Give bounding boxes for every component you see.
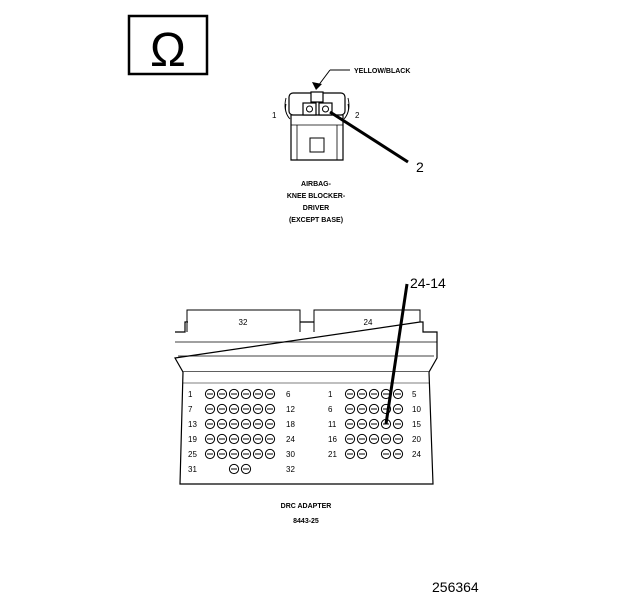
left-row-end-5: 30 — [286, 450, 295, 459]
adapter-caption-title: DRC ADAPTER — [281, 503, 332, 510]
pin-1-label: 1 — [272, 111, 277, 120]
right-row-end-3: 15 — [412, 420, 421, 429]
right-row-end-4: 20 — [412, 435, 421, 444]
pin-socket — [252, 403, 264, 415]
pin-socket — [368, 418, 380, 430]
pin-socket — [240, 463, 252, 475]
pin-socket — [252, 418, 264, 430]
pin-socket — [392, 418, 404, 430]
pin-socket — [264, 418, 276, 430]
pin-socket — [368, 403, 380, 415]
callout-24-14-label: 24-14 — [410, 275, 446, 291]
pin-socket — [228, 388, 240, 400]
pin-socket — [216, 403, 228, 415]
pin-socket — [252, 433, 264, 445]
pin-socket — [392, 403, 404, 415]
right-row-start-4: 16 — [328, 435, 337, 444]
ohmmeter-icon: Ω — [127, 14, 209, 77]
right-header-label: 24 — [364, 318, 373, 327]
pin-socket — [204, 403, 216, 415]
left-row-end-6: 32 — [286, 465, 295, 474]
pin-socket — [204, 433, 216, 445]
connector-caption-line-1: AIRBAG- — [301, 181, 332, 188]
right-row-start-5: 21 — [328, 450, 337, 459]
pin-socket — [356, 403, 368, 415]
pin-socket — [216, 433, 228, 445]
pin-socket — [228, 403, 240, 415]
pin-socket — [264, 448, 276, 460]
pin-socket — [356, 448, 368, 460]
right-row-start-2: 6 — [328, 405, 333, 414]
pin-socket — [240, 433, 252, 445]
pin-socket — [216, 448, 228, 460]
pin-socket — [204, 388, 216, 400]
figure-number: 256364 — [432, 579, 479, 595]
pin-socket — [264, 388, 276, 400]
left-pin-block: 1 7 13 19 25 31 6 12 18 24 30 32 — [188, 388, 295, 475]
pin-2-label: 2 — [355, 111, 360, 120]
pin-socket — [392, 388, 404, 400]
pin-socket — [228, 418, 240, 430]
pin-socket — [204, 448, 216, 460]
left-row-start-3: 13 — [188, 420, 197, 429]
pin-socket — [368, 433, 380, 445]
left-row-start-6: 31 — [188, 465, 197, 474]
pin-socket — [356, 418, 368, 430]
left-row-start-5: 25 — [188, 450, 197, 459]
pin-socket — [228, 448, 240, 460]
pin-socket — [216, 388, 228, 400]
pin-socket — [240, 403, 252, 415]
left-row-start-4: 19 — [188, 435, 197, 444]
pin-socket — [368, 388, 380, 400]
left-row-start-2: 7 — [188, 405, 193, 414]
pin-socket — [252, 448, 264, 460]
right-row-end-2: 10 — [412, 405, 421, 414]
right-pin-sockets — [344, 388, 404, 460]
wire-color-label: YELLOW/BLACK — [354, 68, 410, 75]
left-row-end-1: 6 — [286, 390, 291, 399]
left-row-end-3: 18 — [286, 420, 295, 429]
pin-socket — [344, 418, 356, 430]
ohm-symbol: Ω — [150, 24, 186, 77]
pin-socket — [240, 388, 252, 400]
right-row-start-1: 1 — [328, 390, 333, 399]
pin-socket — [392, 448, 404, 460]
right-row-end-1: 5 — [412, 390, 417, 399]
pin-socket — [216, 418, 228, 430]
connector-caption-line-4: (EXCEPT BASE) — [289, 217, 343, 224]
pin-socket — [344, 403, 356, 415]
connector-caption-line-2: KNEE BLOCKER- — [287, 193, 346, 200]
airbag-connector: YELLOW/BLACK 1 2 2 AIRBAG- KNEE BLOCKER-… — [272, 68, 424, 224]
pin-socket — [228, 463, 240, 475]
adapter-caption-part: 8443-25 — [293, 518, 319, 525]
pin-socket — [240, 448, 252, 460]
right-pin-block: 1 6 11 16 21 5 10 15 20 24 — [328, 388, 421, 460]
callout-2-label: 2 — [416, 159, 424, 175]
pin-socket — [264, 403, 276, 415]
left-row-end-4: 24 — [286, 435, 295, 444]
pin-socket — [380, 448, 392, 460]
right-row-start-3: 11 — [328, 420, 337, 429]
pin-socket — [356, 433, 368, 445]
left-pin-sockets — [204, 388, 276, 475]
pin-socket — [356, 388, 368, 400]
pin-socket — [240, 418, 252, 430]
pin-socket — [264, 433, 276, 445]
pin-socket — [392, 433, 404, 445]
drc-adapter: 32 24 1 7 13 19 25 31 6 12 18 24 30 32 1… — [174, 275, 446, 525]
left-row-end-2: 12 — [286, 405, 295, 414]
pin-socket — [380, 433, 392, 445]
pin-socket — [252, 388, 264, 400]
pin-socket — [344, 433, 356, 445]
pin-socket — [204, 418, 216, 430]
connector-caption-line-3: DRIVER — [303, 205, 329, 212]
left-header-label: 32 — [239, 318, 248, 327]
pin-socket — [344, 388, 356, 400]
left-row-start-1: 1 — [188, 390, 193, 399]
pin-socket — [228, 433, 240, 445]
pin-socket — [344, 448, 356, 460]
right-row-end-5: 24 — [412, 450, 421, 459]
